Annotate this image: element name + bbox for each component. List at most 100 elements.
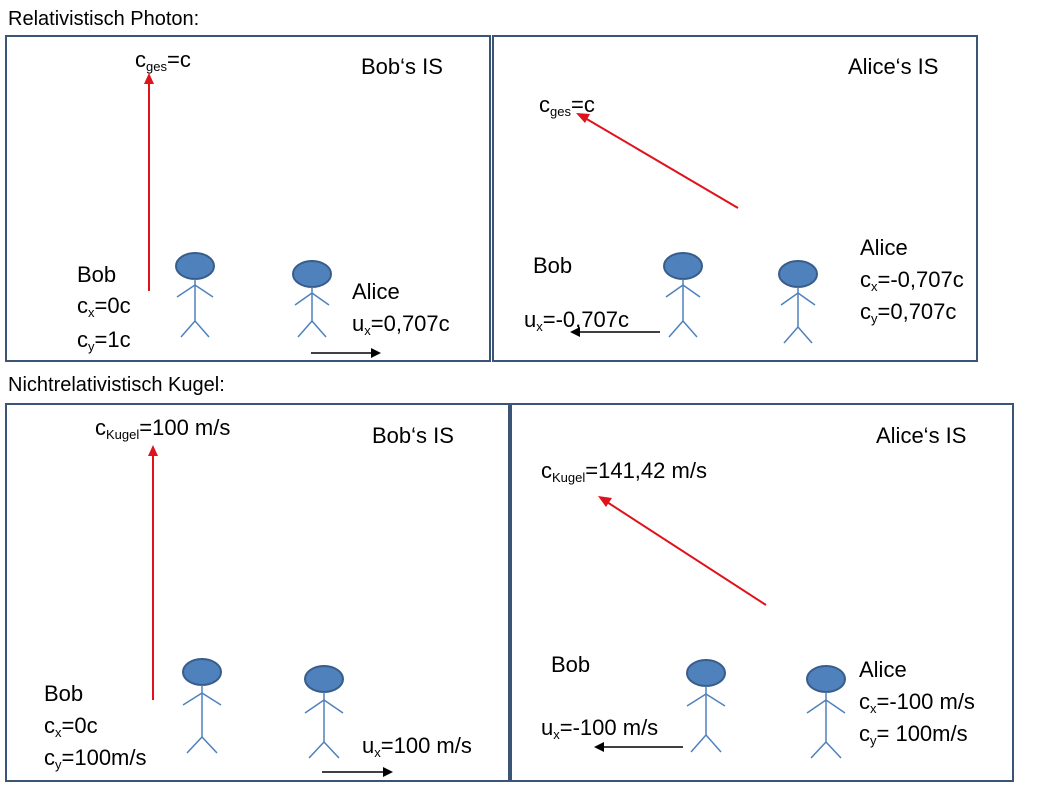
value: =-100 m/s	[559, 715, 659, 740]
alice-arm-left	[304, 699, 325, 714]
symbol: c	[44, 713, 55, 738]
alice-head	[778, 260, 818, 288]
alice-head	[806, 665, 846, 693]
bob-leg-right	[705, 734, 722, 753]
bob-cx-label: cx=0c	[44, 713, 98, 739]
bob-arm-right	[682, 284, 701, 298]
bob-leg-right	[682, 320, 698, 338]
bob-velocity-arrowhead	[570, 327, 580, 337]
subscript: ges	[550, 104, 571, 119]
ball-arrowhead	[598, 496, 612, 507]
bob-arm-left	[176, 284, 196, 298]
bob-leg-left	[186, 736, 203, 754]
frame-label: Bob‘s IS	[361, 54, 443, 79]
symbol: u	[541, 715, 554, 740]
frame-label: Alice‘s IS	[848, 54, 939, 79]
symbol: c	[539, 92, 550, 117]
alice-leg-right	[323, 741, 340, 759]
symbol: u	[352, 311, 365, 336]
bob-figure	[663, 252, 703, 338]
bob-arm-left	[665, 284, 684, 298]
alice-name: Alice	[352, 279, 400, 304]
alice-leg-right	[311, 320, 327, 338]
frame-label: Alice‘s IS	[876, 423, 967, 448]
bob-figure	[686, 659, 726, 753]
bob-leg-right	[194, 320, 210, 338]
subscript: Kugel	[552, 470, 586, 485]
bob-name: Bob	[533, 253, 573, 278]
value: = 100m/s	[876, 721, 968, 746]
alice-figure	[304, 665, 344, 759]
alice-arm-left	[294, 292, 313, 306]
symbol: c	[44, 745, 55, 770]
value: =-0,707c	[542, 307, 629, 332]
value: =0c	[94, 293, 131, 318]
alice-arm-right	[311, 292, 330, 306]
subscript: x	[870, 701, 877, 716]
panel-relativistic-alice-frame: Alice‘s IS cges=c Bob ux=-0,707c Alice c…	[492, 35, 978, 362]
alice-head	[304, 665, 344, 693]
alice-cy-label: cy=0,707c	[860, 299, 956, 325]
alice-leg-left	[810, 741, 827, 759]
heading-relativistic: Relativistisch Photon:	[8, 8, 200, 30]
subscript: x	[364, 323, 371, 338]
value: =c	[570, 92, 595, 117]
ball-arrowhead	[148, 445, 158, 456]
subscript: Kugel	[106, 427, 140, 442]
panel-drawing	[594, 496, 846, 759]
bob-head	[686, 659, 726, 687]
alice-name: Alice	[860, 235, 908, 260]
alice-head	[292, 260, 332, 288]
symbol: c	[860, 267, 871, 292]
subscript: y	[88, 339, 95, 354]
bob-arm-right	[705, 693, 726, 707]
bob-name: Bob	[77, 262, 117, 287]
bob-leg-right	[201, 736, 218, 754]
value: =c	[166, 47, 191, 72]
frame-label: Bob‘s IS	[372, 423, 454, 448]
alice-arm-right	[825, 699, 846, 714]
photon-speed-label: cges=c	[135, 47, 191, 73]
bob-arm-left	[686, 693, 707, 707]
photon-speed-label: cges=c	[539, 92, 595, 118]
bob-arm-right	[201, 692, 222, 706]
symbol: c	[541, 458, 552, 483]
symbol: u	[524, 307, 537, 332]
alice-ux-label: ux=0,707c	[352, 311, 450, 337]
symbol: c	[859, 689, 870, 714]
ball-velocity-arrow	[606, 501, 767, 606]
alice-arm-right	[797, 292, 816, 306]
bob-head	[175, 252, 215, 280]
bob-leg-left	[690, 734, 707, 753]
alice-cx-label: cx=-0,707c	[860, 267, 964, 293]
subscript: x	[553, 727, 560, 742]
heading-nonrelativistic: Nichtrelativistisch Kugel:	[8, 374, 225, 396]
alice-cx-label: cx=-100 m/s	[859, 689, 975, 715]
alice-arm-left	[780, 292, 799, 306]
value: =0,707c	[877, 299, 957, 324]
alice-figure	[778, 260, 818, 344]
bob-cx-label: cx=0c	[77, 293, 131, 319]
symbol: c	[77, 293, 88, 318]
panel-drawing	[570, 113, 818, 344]
value: =0,707c	[370, 311, 450, 336]
value: =100 m/s	[139, 415, 231, 440]
alice-leg-left	[297, 320, 313, 338]
subscript: x	[536, 319, 543, 334]
ball-speed-label: cKugel=100 m/s	[95, 415, 230, 441]
subscript: ges	[146, 59, 167, 74]
subscript: y	[870, 733, 877, 748]
photon-velocity-arrow	[584, 117, 739, 209]
value: =-0,707c	[877, 267, 964, 292]
alice-velocity-arrowhead	[371, 348, 381, 358]
alice-cy-label: cy= 100m/s	[859, 721, 968, 747]
bob-ux-label: ux=-0,707c	[524, 307, 629, 333]
symbol: c	[77, 327, 88, 352]
bob-ux-label: ux=-100 m/s	[541, 715, 658, 741]
bob-name: Bob	[44, 681, 84, 706]
alice-figure	[292, 260, 332, 338]
bob-head	[663, 252, 703, 280]
bob-head	[182, 658, 222, 686]
alice-leg-left	[308, 741, 325, 759]
photon-arrowhead	[144, 73, 154, 84]
